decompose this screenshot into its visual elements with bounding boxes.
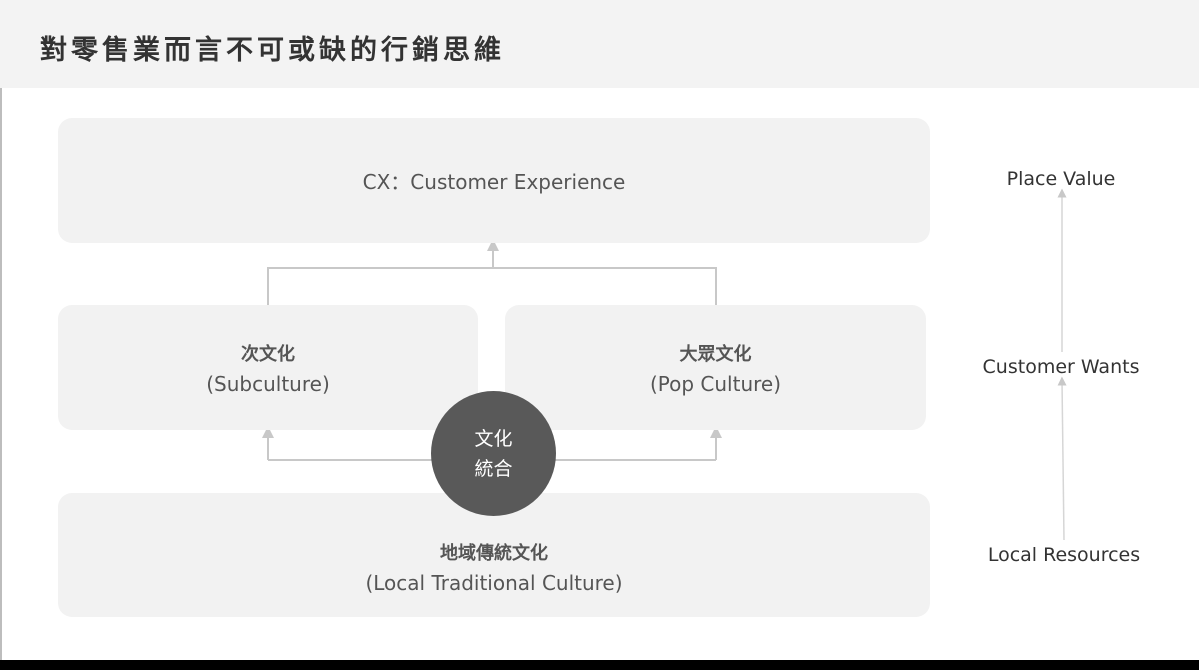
side-arrow-lower [1057,376,1067,541]
subculture-box: 次文化 (Subculture) [58,305,478,430]
pop-culture-label-zh: 大眾文化 [679,343,752,365]
circle-line-2: 統合 [474,457,513,480]
side-label-local-resources: Local Resources [987,544,1141,566]
connector-top [267,267,717,305]
page-title: 對零售業而言不可或缺的行銷思維 [40,35,505,66]
subculture-label-zh: 次文化 [240,343,295,365]
left-edge-line [0,88,2,660]
bottom-bar [0,660,1199,670]
cx-box: CX：Customer Experience [58,118,930,243]
local-culture-label-en: (Local Traditional Culture) [365,571,623,595]
local-culture-label-zh: 地域傳統文化 [440,543,548,564]
cx-label: CX：Customer Experience [362,170,626,194]
pop-culture-box: 大眾文化 (Pop Culture) [505,305,926,430]
header-bar: 對零售業而言不可或缺的行銷思維 [0,0,1199,88]
pop-culture-label-en: (Pop Culture) [649,371,782,396]
side-label-customer-wants: Customer Wants [982,356,1140,378]
circle-line-1: 文化 [474,427,513,450]
culture-integration-circle: 文化 統合 [431,391,556,516]
subculture-label-en: (Subculture) [206,371,330,396]
side-label-place-value: Place Value [1006,168,1116,190]
